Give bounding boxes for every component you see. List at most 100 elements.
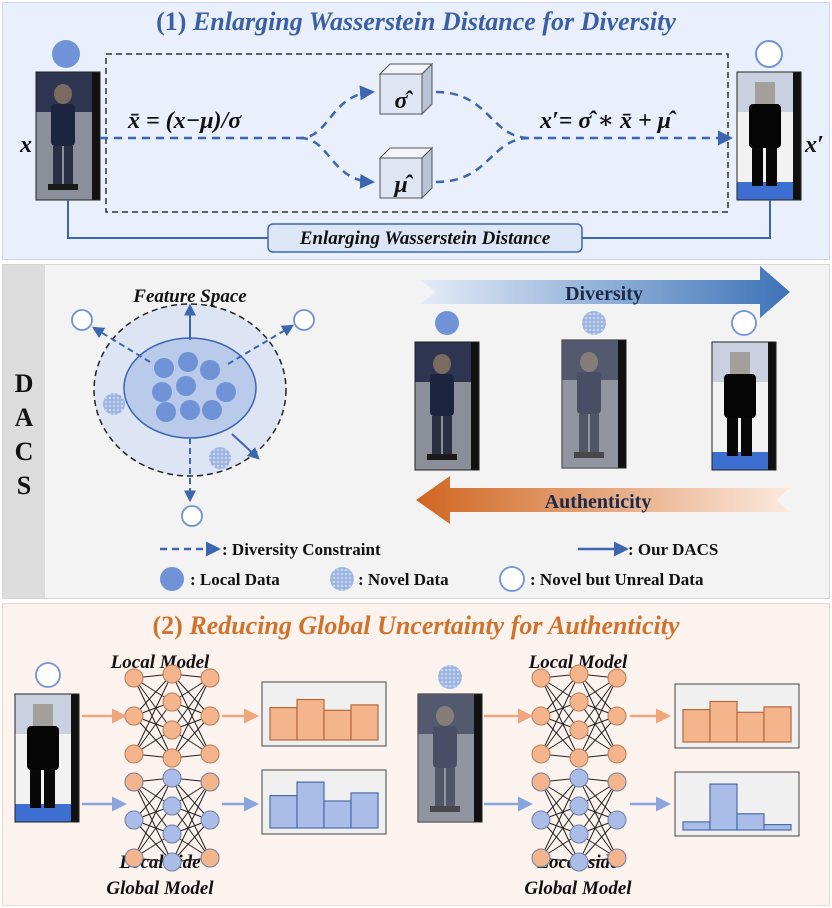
local-data-points (152, 352, 236, 422)
net-node (569, 768, 589, 788)
net-node (200, 810, 220, 830)
side-letter-s: S (17, 471, 31, 500)
histogram-bar (709, 783, 738, 831)
net-node (607, 772, 627, 792)
panel-enlarging-wasserstein (2, 2, 830, 260)
input-person-image (35, 71, 101, 201)
net-node (162, 768, 182, 788)
histogram-bar (763, 823, 792, 831)
output-histograms (261, 681, 800, 837)
legend-dacs: : Our DACS (628, 540, 718, 559)
net-node (200, 848, 220, 868)
legend-unreal: : Novel but Unreal Data (530, 570, 704, 589)
net-node (200, 706, 220, 726)
bottom-label-box (267, 223, 583, 253)
histogram-bar (269, 794, 298, 829)
net-node (531, 706, 551, 726)
reconstruct-formula: x′= σ̂ ∗ x̄ + μ̂ (539, 108, 677, 134)
sigma-cube: σ̂ (379, 63, 433, 115)
net-node (162, 748, 182, 768)
novel-data-point-bottom (209, 447, 231, 469)
net-node (124, 772, 144, 792)
side-letter-a: A (15, 403, 34, 432)
net-node (162, 720, 182, 740)
flow-lines (100, 85, 733, 189)
legend-constraint: : Diversity Constraint (222, 540, 381, 559)
legend-local: : Local Data (190, 570, 280, 589)
diversity-label: Diversity (565, 283, 643, 305)
input-marker-right (438, 665, 462, 689)
local-model-label-right: Local Model (528, 652, 628, 673)
constraint-arrows (91, 324, 295, 503)
normalize-formula: x̄ = (x−μ)/σ (127, 108, 242, 134)
net-node (569, 664, 589, 684)
authenticity-label: Authenticity (545, 491, 652, 513)
histogram-bar (350, 792, 379, 829)
global-model-net-right (531, 768, 627, 872)
bottom-label: Enlarging Wasserstein Distance (299, 228, 551, 249)
net-node (607, 810, 627, 830)
diversity-arrow (420, 266, 790, 318)
local-model-net-left (124, 664, 220, 768)
side-letter-c: C (15, 437, 34, 466)
input-marker-left (35, 662, 61, 688)
net-node (162, 852, 182, 872)
neural-networks (82, 664, 671, 872)
net-node (124, 848, 144, 868)
net-node (569, 748, 589, 768)
histogram-bar (296, 781, 325, 829)
net-node (569, 692, 589, 712)
feature-space-label: Feature Space (132, 286, 247, 307)
net-node (124, 810, 144, 830)
histogram-bar (736, 711, 765, 743)
output-label: x′ (804, 132, 824, 158)
side-letter-d: D (15, 369, 34, 398)
diversity-marker-local (435, 311, 459, 335)
net-node (162, 796, 182, 816)
net-node (162, 824, 182, 844)
input-image-left (14, 693, 80, 823)
net-node (531, 848, 551, 868)
local-model-net-right (531, 664, 627, 768)
histogram-bar (269, 706, 298, 741)
local-model-label-left: Local Model (110, 652, 210, 673)
net-node (200, 668, 220, 688)
net-node (531, 668, 551, 688)
net-node (607, 848, 627, 868)
dacs-side-strip (3, 265, 45, 598)
section3-title: (2) Reducing Global Uncertainty for Auth… (153, 611, 680, 640)
diversity-marker-novel (582, 311, 606, 335)
legend-novel: : Novel Data (358, 570, 449, 589)
mu-cube: μ̂ (379, 147, 433, 199)
unreal-point-top-right (293, 309, 315, 331)
net-node (569, 852, 589, 872)
unreal-point-top-left (71, 309, 93, 331)
unreal-data-marker (755, 40, 783, 68)
global-model-net-left (124, 768, 220, 872)
unreal-point-bottom (181, 505, 203, 527)
net-node (607, 744, 627, 764)
net-node (531, 772, 551, 792)
local-data-marker (52, 40, 80, 68)
histogram-bar (736, 813, 765, 831)
net-node (162, 664, 182, 684)
net-node (531, 744, 551, 764)
histogram-bar (323, 800, 352, 829)
net-node (531, 810, 551, 830)
net-node (569, 796, 589, 816)
input-image-right (417, 693, 483, 823)
global-model-label-right-2: Global Model (524, 878, 632, 899)
diversity-image-local (414, 341, 480, 471)
histogram-bar (709, 700, 738, 743)
global-model-label-left-2: Global Model (106, 878, 214, 899)
net-node (569, 720, 589, 740)
novel-data-point-left (103, 393, 125, 415)
output-person-image (736, 71, 802, 201)
dacs-arrows (184, 303, 260, 460)
diversity-image-novel (561, 339, 627, 469)
histogram-bar (323, 709, 352, 741)
histogram-bar (763, 706, 792, 743)
histogram-bar (296, 698, 325, 741)
diversity-image-unreal (711, 341, 777, 471)
